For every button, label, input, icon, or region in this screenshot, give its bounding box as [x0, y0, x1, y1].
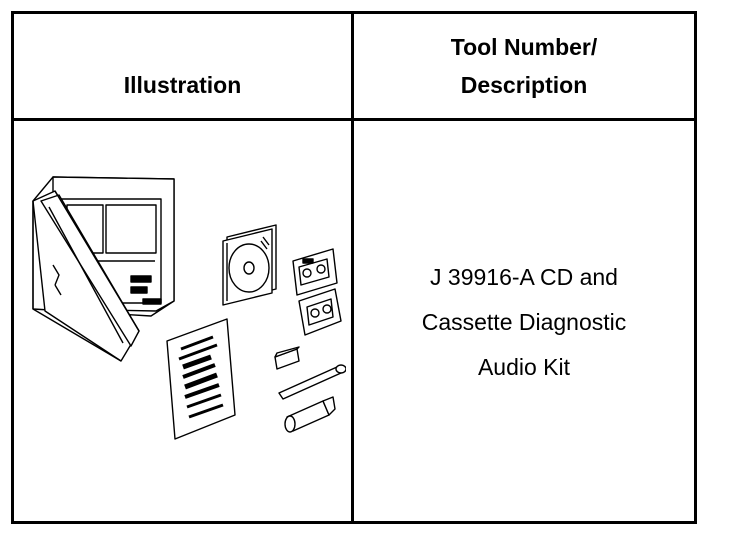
cassette-icon [298, 288, 342, 336]
table-left-border [11, 11, 14, 524]
binder-case-icon [32, 176, 175, 362]
header-tool-number: Tool Number/ [450, 34, 598, 60]
header-description: Description [460, 72, 588, 98]
cd-case-icon [222, 224, 277, 306]
table-right-border [694, 11, 697, 524]
cd-cassette-diagnostic-kit-icon [32, 176, 346, 440]
description-line-3: Audio Kit [477, 354, 571, 380]
table-bottom-border [11, 521, 697, 524]
cleaning-swab-icon [278, 364, 346, 400]
table-top-border [11, 11, 697, 14]
cassette-icon [292, 248, 338, 296]
instruction-sheet-icon [166, 318, 236, 440]
tool-description: J 39916-A CD and Cassette Diagnostic Aud… [354, 255, 694, 390]
cleaning-bottle-icon [284, 396, 336, 433]
tool-table: Illustration Tool Number/ Description J … [11, 11, 697, 524]
column-divider [351, 11, 354, 524]
head-cleaner-block-icon [274, 346, 300, 370]
description-line-2: Cassette Diagnostic [421, 309, 627, 335]
description-line-1: J 39916-A CD and [430, 264, 618, 290]
header-illustration: Illustration [123, 72, 242, 98]
header-tool-description: Tool Number/ Description [354, 28, 694, 104]
header-divider [11, 118, 697, 121]
